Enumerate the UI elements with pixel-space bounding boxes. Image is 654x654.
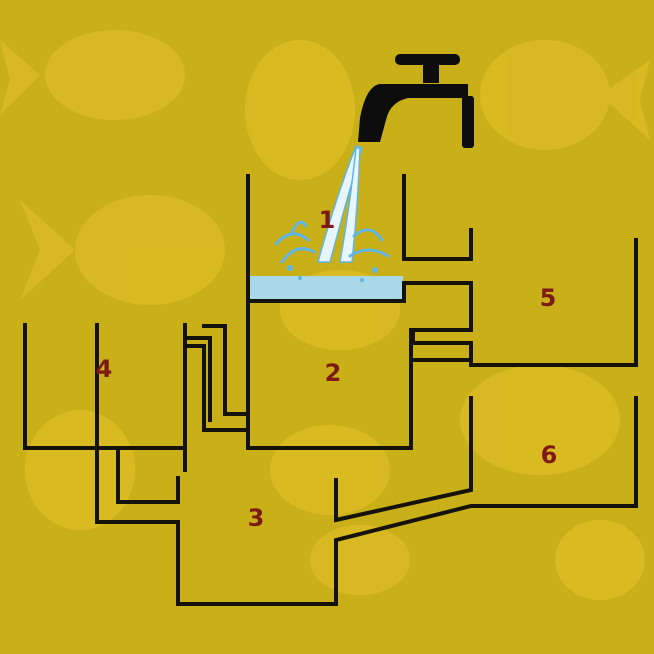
- pipe-4-2-mid: [186, 336, 212, 422]
- container-2-label: 2: [324, 359, 342, 387]
- container-walls: [23, 174, 638, 606]
- container-3-label: 3: [247, 504, 265, 532]
- container-2-outline: [246, 299, 413, 450]
- container-1-right-wall: [402, 174, 473, 261]
- container-3-6-outline: [23, 323, 638, 606]
- container-6-label: 6: [540, 441, 558, 469]
- pipe-3-6: [334, 396, 473, 523]
- faucet-icon: [358, 54, 474, 148]
- water-stream-icon: [274, 145, 390, 282]
- pipe-4-2-inner: [202, 324, 250, 416]
- container-1-label: 1: [318, 206, 336, 234]
- container-4-label: 4: [95, 355, 113, 383]
- pipe-4-3: [116, 446, 180, 504]
- pipe-4-2-outer: [183, 323, 250, 432]
- container-5-outline: [246, 174, 638, 367]
- water-level: [248, 276, 403, 300]
- container-4-top: [95, 323, 187, 450]
- container-5-label: 5: [539, 284, 557, 312]
